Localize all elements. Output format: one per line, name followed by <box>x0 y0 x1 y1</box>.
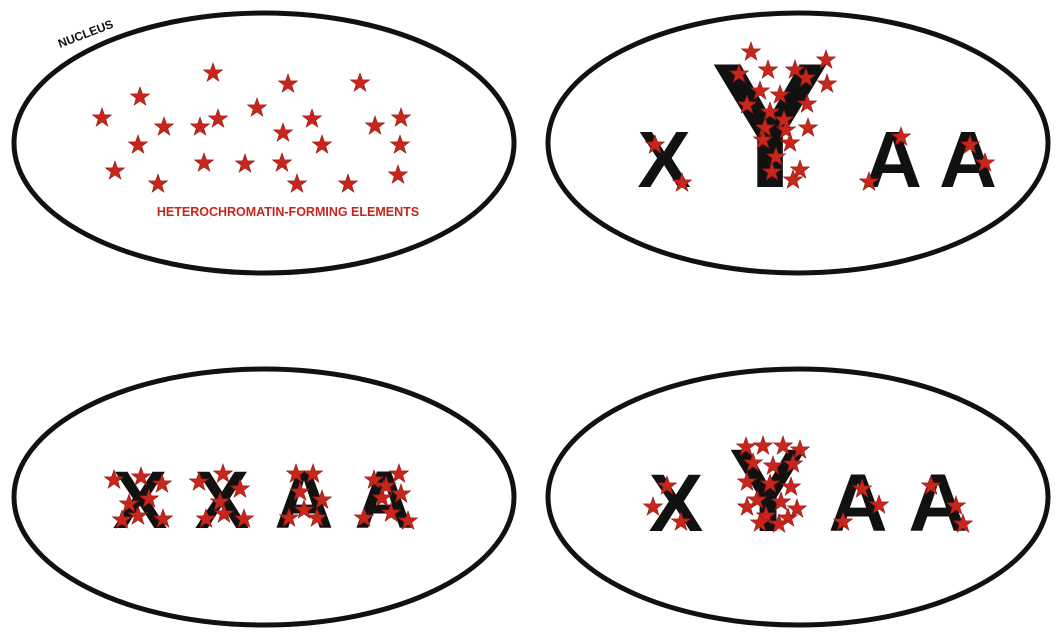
heterochromatin-label: HETEROCHROMATIN-FORMING ELEMENTS <box>157 205 419 219</box>
heterochromatin-star-icon <box>390 135 409 153</box>
heterochromatin-star-icon <box>287 174 306 192</box>
heterochromatin-star-icon <box>194 153 213 171</box>
nucleus-outline <box>14 369 514 625</box>
heterochromatin-star-icon <box>302 109 321 127</box>
heterochromatin-star-icon <box>247 98 266 116</box>
free-element-stars <box>92 63 410 192</box>
heterochromatin-star-icon <box>130 87 149 105</box>
heterochromatin-star-icon <box>338 174 357 192</box>
heterochromatin-star-icon <box>350 73 369 91</box>
chromosome-x-1: X <box>637 115 690 204</box>
heterochromatin-star-icon <box>278 74 297 92</box>
nucleus-panel-female-xx: XXAA <box>14 369 514 625</box>
heterochromatin-star-icon <box>92 108 111 126</box>
heterochromatin-star-icon <box>388 165 407 183</box>
heterochromatin-star-icon <box>148 174 167 192</box>
heterochromatin-star-icon <box>312 135 331 153</box>
chromosome-x-1: X <box>113 455 168 546</box>
heterochromatin-star-icon <box>105 161 124 179</box>
heterochromatin-star-icon <box>235 154 254 172</box>
nucleus-outline <box>14 13 514 273</box>
nucleus-label: NUCLEUS <box>56 17 115 51</box>
heterochromatin-star-icon <box>208 109 227 127</box>
heterochromatin-star-icon <box>391 108 410 126</box>
heterochromatin-star-icon <box>154 117 173 135</box>
heterochromatin-star-icon <box>273 123 292 141</box>
heterochromatin-star-icon <box>203 63 222 81</box>
heterochromatin-star-icon <box>272 153 291 171</box>
heterochromatin-star-icon <box>365 116 384 134</box>
heterochromatin-star-icon <box>128 135 147 153</box>
heterochromatin-star-icon <box>190 117 209 135</box>
nucleus-panel-free-elements: NUCLEUS HETEROCHROMATIN-FORMING ELEMENTS <box>14 13 514 273</box>
chromosome-a-3: A <box>864 115 922 204</box>
